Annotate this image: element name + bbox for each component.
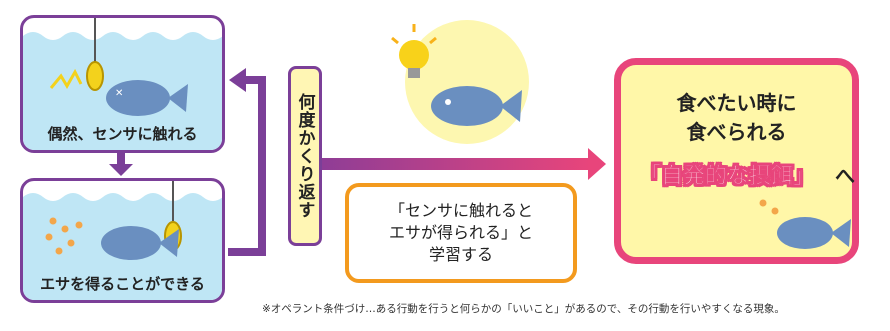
svg-text:✕: ✕ xyxy=(115,88,123,99)
lightbulb-icon xyxy=(391,24,437,78)
learning-box: 「センサに触れると エサが得られる」と 学習する xyxy=(345,183,577,283)
goal-arrow-shaft xyxy=(322,158,590,170)
panel-caption: エサを得ることができる xyxy=(40,275,205,293)
down-arrow-head xyxy=(109,164,133,176)
goal-suffix: へ xyxy=(835,164,855,188)
goal-title: 食べたい時に 食べられる xyxy=(621,89,852,147)
goal-highlight: 「自発的な摂餌」 xyxy=(639,164,816,190)
goal-arrow-head xyxy=(588,148,606,180)
loop-arrow-line xyxy=(228,76,266,256)
fish-icon: ✕ xyxy=(106,80,188,116)
learning-line: 「センサに触れると xyxy=(388,201,533,220)
fish-icon xyxy=(101,226,179,260)
goal-line2: 食べられる xyxy=(686,120,787,144)
panel-touch-sensor: ✕ 偶然、センサに触れる xyxy=(20,15,225,153)
down-arrow-shaft xyxy=(117,152,125,166)
fish-eating-icon xyxy=(759,199,851,249)
goal-box: 食べたい時に 食べられる 「自発的な摂餌」 へ xyxy=(614,58,859,264)
goal-line1: 食べたい時に xyxy=(676,91,797,115)
panel-get-food: エサを得ることができる xyxy=(20,178,225,303)
panel-caption: 偶然、センサに触れる xyxy=(47,125,198,143)
repeat-label-box: 何度かくり返す xyxy=(288,66,322,246)
learning-line: エサが得られる」と xyxy=(388,223,533,242)
food-pellets-icon xyxy=(45,217,83,255)
spark-icon xyxy=(49,68,83,89)
sensor-icon xyxy=(86,61,104,91)
idea-fish-illustration xyxy=(391,20,529,144)
footnote: ※オペラント条件づけ…ある行動を行うと何らかの「いいこと」があるので、その行動を… xyxy=(262,303,785,315)
learning-line: 学習する xyxy=(428,245,493,264)
fish-icon xyxy=(431,86,522,126)
repeat-label: 何度かくり返す xyxy=(294,93,315,219)
panel-touch-illustration: ✕ xyxy=(23,18,222,150)
loop-arrow-head xyxy=(229,68,246,92)
panel-food-illustration xyxy=(23,181,222,300)
